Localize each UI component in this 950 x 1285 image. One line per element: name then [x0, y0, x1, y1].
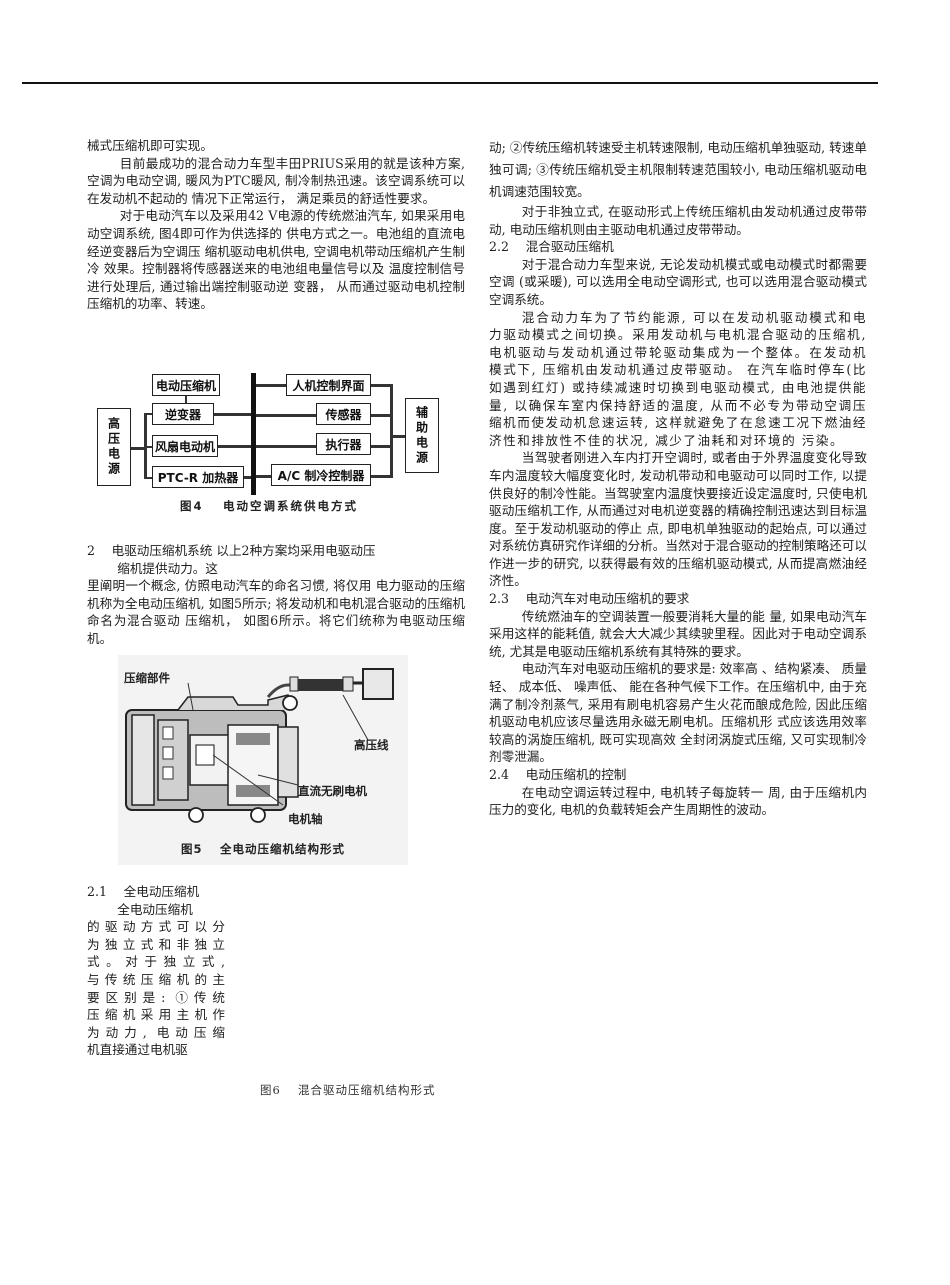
power-bus [251, 373, 256, 495]
connector-line [256, 384, 286, 387]
label-hv-cable: 高压线 [354, 738, 389, 752]
paragraph: 对于混合动力车型来说, 无论发动机模式或电动模式时都需要空调 (或采暖), 可以… [489, 256, 867, 307]
paragraph: 当驾驶者刚进入车内打开空调时, 或者由于外界温度变化导致车内温度较大幅度变化时,… [489, 450, 867, 589]
aux-source-box: 辅助电源 [405, 398, 439, 473]
connector-line [218, 445, 251, 448]
paragraph: 混合动力车为了节约能源, 可以在发动机驱动模式和电力驱动模式之间切换。采用发动机… [489, 309, 867, 448]
inverter-box: 逆变器 [152, 403, 214, 425]
connector-line [256, 445, 316, 448]
hv-source-box: 高压电源 [97, 408, 131, 486]
ptc-heater-box: PTC-R 加热器 [152, 466, 244, 488]
text-line: 为动力, 电动压缩 [87, 1024, 225, 1040]
connector-line [256, 475, 271, 478]
hmi-box: 人机控制界面 [286, 374, 371, 396]
connector-line [390, 435, 405, 438]
paragraph: 目前最成功的混合动力车型丰田PRIUS采用的就是该种方案, 空调为电动空调, 暖… [87, 155, 465, 206]
connector-line [371, 414, 391, 417]
text-line: 机直接通过电机驱 [87, 1042, 188, 1058]
connector-line [244, 476, 251, 479]
text-line: 的驱动方式可以分 [87, 919, 225, 935]
label-motor-shaft: 电机轴 [288, 812, 323, 826]
section-2-1: 2.1 全电动压缩机 全电动压缩机 的驱动方式可以分 为独立式和非独立 式 。 … [87, 883, 225, 1059]
figure-5-image: 压缩部件 高压线 直流无刷电机 电机轴 图5 全电动压缩机结构形式 [118, 655, 408, 865]
ac-controller-box: A/C 制冷控制器 [271, 464, 371, 486]
label-bldc-motor: 直流无刷电机 [298, 784, 367, 798]
text-line: 全电动压缩机 [117, 901, 193, 917]
connector-line [214, 413, 251, 416]
paragraph: 在电动空调运转过程中, 电机转子每旋转一 周, 由于压缩机内压力的变化, 电机的… [489, 784, 867, 818]
figure-4-diagram: 高压电源 电动压缩机 逆变器 风扇电动机 PTC-R 加热器 人机控制界面 传感… [94, 365, 444, 515]
paragraph: 里阐明一个概念, 仿照电动汽车的命名习惯, 将仅用 电力驱动的压缩机称为全电动压… [87, 578, 465, 646]
paragraph: 动; ②传统压缩机转速受主机转速限制, 电动压缩机单独驱动, 转速单独可调; ③… [489, 140, 867, 199]
connector-line [144, 477, 152, 479]
paragraph: 械式压缩机即可实现。 [87, 138, 213, 153]
paragraph: 电动汽车对电驱动压缩机的要求是: 效率高 、结构紧凑、 质量轻、 成本低、 噪声… [489, 661, 867, 765]
figure-4-caption: 图4 电动空调系统供电方式 [179, 499, 358, 513]
compressor-box: 电动压缩机 [152, 374, 220, 396]
connector-line [144, 413, 152, 415]
fan-motor-box: 风扇电动机 [152, 435, 218, 457]
connector-line [144, 446, 152, 448]
connector-line [371, 384, 391, 387]
section-2-heading: 2 电驱动压缩机系统 以上2种方案均采用电驱动压 [87, 543, 376, 558]
left-column: 械式压缩机即可实现。 目前最成功的混合动力车型丰田PRIUS采用的就是该种方案,… [87, 137, 465, 313]
paragraph: 传统燃油车的空调装置一般要消耗大量的能 量, 如果电动汽车采用这样的能耗值, 就… [489, 608, 867, 659]
actuator-box: 执行器 [316, 433, 371, 455]
label-compression-part: 压缩部件 [124, 671, 170, 685]
right-column: 动; ②传统压缩机转速受主机转速限制, 电动压缩机单独驱动, 转速单独可调; ③… [489, 137, 867, 819]
section-2-1-heading: 2.1 全电动压缩机 [87, 884, 200, 899]
connector-line [131, 447, 145, 450]
connector-line [256, 414, 316, 417]
section-2-2-heading: 2.2 混合驱动压缩机 [489, 239, 614, 255]
figure-6-caption: 图6 混合驱动压缩机结构形式 [260, 1083, 436, 1097]
connector-line [185, 396, 187, 403]
text-line: 为独立式和非独立 [87, 936, 225, 952]
section-2-4-heading: 2.4 电动压缩机的控制 [489, 767, 627, 782]
connector-line [371, 445, 391, 448]
figure-5-caption: 图5 全电动压缩机结构形式 [180, 842, 345, 856]
text-line: 式 。 对 于 独 立 式 , [87, 954, 225, 970]
sensor-box: 传感器 [316, 403, 371, 425]
section-2: 2 电驱动压缩机系统 以上2种方案均采用电驱动压 缩机提供动力。这 里阐明一个概… [87, 542, 465, 648]
text-line: 要区别是: ①传统 [87, 989, 225, 1005]
compressor-drawing [125, 668, 394, 823]
header-rule [22, 82, 878, 84]
section-2-heading-cont: 缩机提供动力。这 [117, 560, 218, 576]
text-line: 压缩机采用主机作 [87, 1007, 225, 1023]
connector-line [390, 384, 393, 478]
text-line: 与传统压缩机的主 [87, 971, 225, 987]
paragraph: 对于非独立式, 在驱动形式上传统压缩机由发动机通过皮带带动, 电动压缩机则由主驱… [489, 204, 867, 237]
connector-line [371, 475, 391, 478]
section-2-3-heading: 2.3 电动汽车对电动压缩机的要求 [489, 591, 690, 607]
paragraph: 对于电动汽车以及采用42 V电源的传统燃油汽车, 如果采用电动空调系统, 图4即… [87, 208, 465, 312]
